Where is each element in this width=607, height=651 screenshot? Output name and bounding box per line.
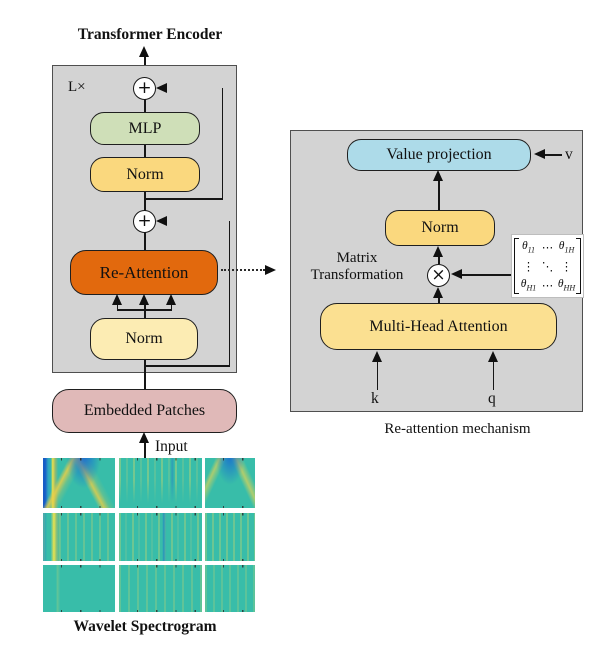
- norm-vp-line: [438, 180, 440, 210]
- spectrogram-tile-r1c3: [205, 458, 255, 508]
- mha-mul-line: [438, 296, 440, 304]
- theta-matrix: θ11 ⋯ θ1H ⋮ ⋱ ⋮ θH1 ⋯ θHH: [511, 234, 584, 298]
- spectrogram-tile-r2c1: [43, 513, 115, 561]
- mlp-skip-arrowhead: [156, 82, 167, 93]
- norm-block-right: Norm: [385, 210, 495, 246]
- matrix-transformation-line1: Matrix: [336, 250, 378, 266]
- mlp-norm-line: [144, 144, 146, 158]
- value-projection-label: Value projection: [386, 146, 492, 163]
- spectrogram-tile-r3c2: [119, 565, 202, 612]
- spectrogram-caption: Wavelet Spectrogram: [73, 618, 217, 635]
- input-label: Input: [155, 438, 188, 455]
- dots-vertical-left: ⋮: [522, 260, 535, 273]
- triple-arrow-left-line: [116, 303, 119, 310]
- dots-vertical-right: ⋮: [560, 260, 573, 273]
- spectrogram-tile-r1c2: [119, 458, 202, 508]
- loop-count-label: L×: [68, 79, 86, 95]
- norm-plus2-line: [144, 191, 146, 211]
- triple-arrowhead-left: [111, 294, 122, 305]
- dots-diagonal: ⋱: [541, 260, 554, 273]
- plus-icon: +: [137, 78, 152, 98]
- matrix-multiply-op: ×: [427, 264, 450, 287]
- re-attention-block: Re-Attention: [70, 250, 218, 295]
- spectrogram-tile-r2c2: [119, 513, 202, 561]
- norm-block-bottom: Norm: [90, 318, 198, 360]
- plus1-mlp-line: [144, 99, 146, 113]
- v-arrowhead: [534, 148, 545, 159]
- mlp-label: MLP: [128, 119, 162, 137]
- times-icon: ×: [431, 265, 446, 285]
- input-line: [144, 441, 146, 458]
- triple-arrow-right-line: [170, 303, 173, 310]
- triple-arrowhead-right: [165, 294, 176, 305]
- plus2-reattn-line: [144, 232, 146, 251]
- embedded-patches-label: Embedded Patches: [83, 402, 206, 419]
- spectrogram-tile-r1c1: [43, 458, 115, 508]
- dots-horizontal-top: ⋯: [541, 241, 554, 254]
- theta-1H: θ1H: [558, 239, 575, 254]
- k-arrowhead: [371, 351, 382, 362]
- residual-add-1: +: [133, 77, 156, 100]
- mul-norm-arrowhead: [433, 246, 443, 257]
- attn-skip-arrowhead: [156, 215, 167, 226]
- dotted-link-line: [221, 269, 265, 271]
- k-line: [376, 360, 379, 390]
- matrix-bracket-right: [576, 238, 581, 294]
- value-projection-block: Value projection: [347, 139, 531, 171]
- multi-head-attention-block: Multi-Head Attention: [320, 303, 557, 350]
- mha-label: Multi-Head Attention: [369, 317, 508, 335]
- norm-patches-line: [144, 359, 146, 390]
- attn-skip-vline: [228, 221, 231, 366]
- theta-H1: θH1: [520, 278, 537, 293]
- attn-skip-hline: [145, 365, 230, 367]
- spectrogram-tile-r3c1: [43, 565, 115, 612]
- dotted-link-arrowhead: [265, 264, 276, 275]
- q-arrowhead: [487, 351, 498, 362]
- mlp-skip-vline: [221, 88, 224, 200]
- spectrogram-tile-r2c3: [205, 513, 255, 561]
- matrix-mul-line: [460, 274, 511, 276]
- transformer-encoder-title: Transformer Encoder: [77, 26, 223, 43]
- norm-right-label: Norm: [421, 219, 459, 236]
- residual-add-2: +: [133, 210, 156, 233]
- input-arrowhead: [139, 432, 149, 443]
- norm-top-label: Norm: [126, 165, 164, 183]
- q-label: q: [488, 390, 496, 407]
- v-label: v: [565, 146, 573, 163]
- dots-horizontal-bottom: ⋯: [541, 280, 554, 293]
- mlp-block: MLP: [90, 112, 200, 145]
- k-label: k: [371, 390, 379, 407]
- matrix-bracket-left: [514, 238, 519, 294]
- re-attention-label: Re-Attention: [99, 262, 189, 282]
- triple-arrow-center-line: [144, 303, 146, 319]
- triple-arrow-branch-line: [117, 309, 172, 311]
- matrix-transformation-label: Matrix Transformation: [290, 250, 424, 284]
- triple-arrowhead-center: [139, 294, 149, 305]
- matrix-transformation-line2: Transformation: [310, 267, 404, 283]
- q-line: [492, 360, 495, 390]
- norm-vp-arrowhead: [433, 170, 443, 181]
- spectrogram-tile-r3c3: [205, 565, 255, 612]
- matrix-mul-arrowhead: [451, 268, 462, 279]
- norm-bottom-label: Norm: [125, 330, 163, 347]
- mlp-skip-hline: [145, 198, 223, 200]
- theta-HH: θHH: [557, 278, 576, 293]
- theta-matrix-grid: θ11 ⋯ θ1H ⋮ ⋱ ⋮ θH1 ⋯ θHH: [519, 237, 576, 295]
- plus-icon: +: [137, 211, 152, 231]
- embedded-patches-block: Embedded Patches: [52, 389, 237, 433]
- mha-mul-arrowhead: [433, 287, 443, 298]
- theta-11: θ11: [521, 239, 536, 254]
- norm-block-top: Norm: [90, 157, 200, 192]
- mul-norm-line: [438, 255, 440, 264]
- v-line: [544, 154, 562, 156]
- encoder-output-arrowhead: [139, 46, 149, 57]
- reattention-caption: Re-attention mechanism: [384, 421, 531, 437]
